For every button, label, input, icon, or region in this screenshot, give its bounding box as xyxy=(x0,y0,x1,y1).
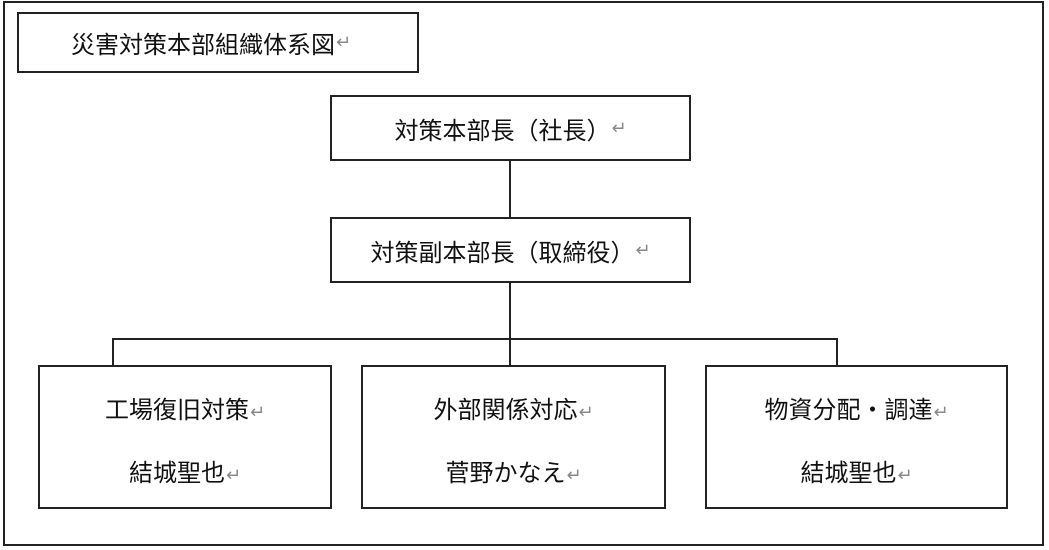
connector-dept-1 xyxy=(112,338,114,365)
department-person-text: 結城聖也 xyxy=(800,459,897,487)
department-name-text: 物資分配・調達 xyxy=(764,396,933,424)
diagram-title: 災害対策本部組織体系図 xyxy=(71,31,335,59)
paragraph-mark-icon: ↵ xyxy=(336,32,352,53)
department-person: 菅野かなえ↵ xyxy=(445,458,581,491)
department-node: 外部関係対応↵ 菅野かなえ↵ xyxy=(361,365,666,509)
diagram-title-box: 災害対策本部組織体系図↵ xyxy=(17,12,419,73)
connector-deputy-trunk xyxy=(509,283,511,365)
paragraph-mark-icon: ↵ xyxy=(635,239,651,261)
connector-dept-3 xyxy=(836,338,838,365)
connector-horizontal-bus xyxy=(112,338,838,340)
department-person: 結城聖也↵ xyxy=(800,458,912,491)
department-person-text: 結城聖也 xyxy=(128,459,225,487)
department-name: 物資分配・調達↵ xyxy=(764,395,948,428)
head-node: 対策本部長（社長）↵ xyxy=(330,95,691,161)
department-person: 結城聖也↵ xyxy=(129,458,241,491)
paragraph-mark-icon: ↵ xyxy=(225,465,242,486)
paragraph-mark-icon: ↵ xyxy=(897,465,913,486)
department-name: 工場復旧対策↵ xyxy=(105,395,265,428)
paragraph-mark-icon: ↵ xyxy=(566,465,582,486)
department-node: 工場復旧対策↵ 結城聖也↵ xyxy=(38,365,332,509)
paragraph-mark-icon: ↵ xyxy=(933,402,949,423)
department-name: 外部関係対応↵ xyxy=(433,395,593,428)
paragraph-mark-icon: ↵ xyxy=(249,402,266,423)
department-name-text: 工場復旧対策 xyxy=(104,396,249,424)
head-label: 対策本部長（社長） xyxy=(394,116,611,145)
connector-head-deputy xyxy=(509,161,511,217)
department-node: 物資分配・調達↵ 結城聖也↵ xyxy=(705,365,1008,509)
paragraph-mark-icon: ↵ xyxy=(578,402,594,423)
deputy-node: 対策副本部長（取締役）↵ xyxy=(330,217,691,283)
department-person-text: 菅野かなえ xyxy=(445,459,566,487)
paragraph-mark-icon: ↵ xyxy=(611,117,627,139)
deputy-label: 対策副本部長（取締役） xyxy=(370,238,635,267)
diagram-frame xyxy=(3,1,1044,546)
department-name-text: 外部関係対応 xyxy=(433,396,578,424)
